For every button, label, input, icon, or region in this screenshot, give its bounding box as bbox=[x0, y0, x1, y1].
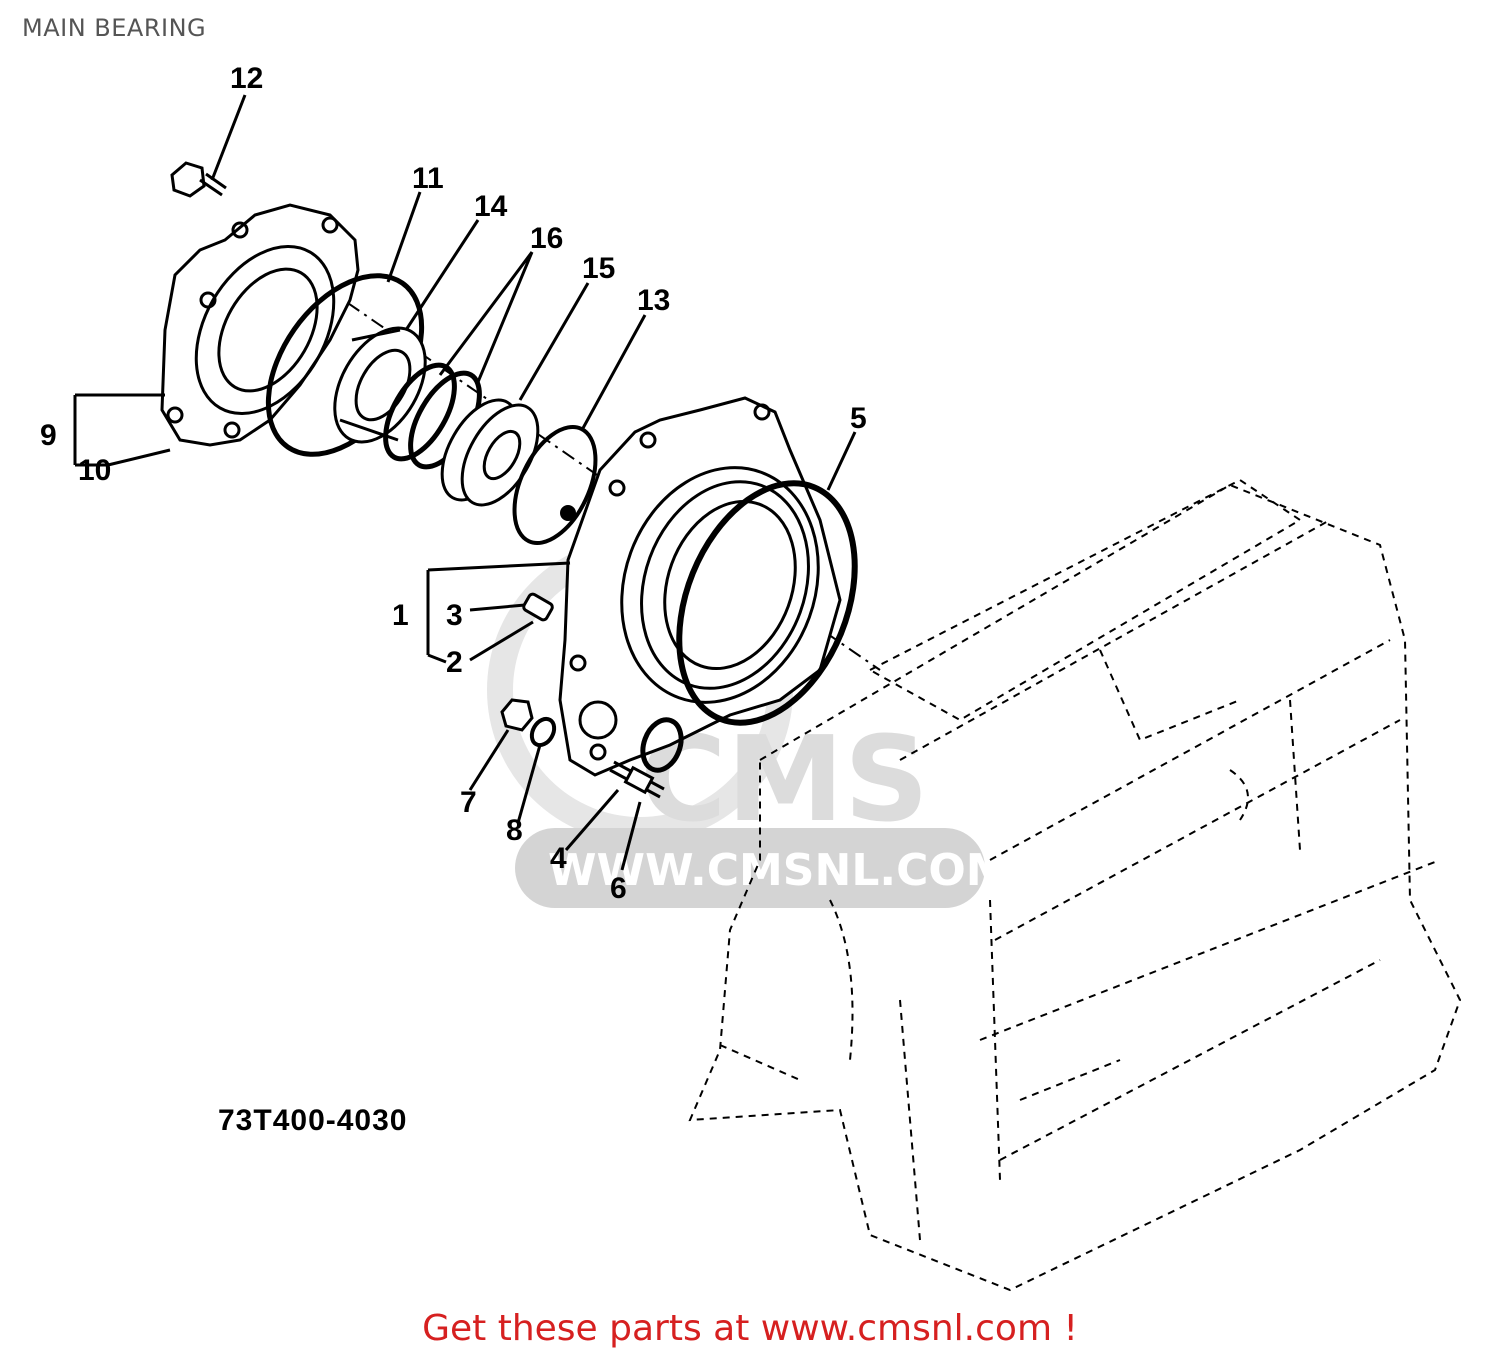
footer-parts-link-text[interactable]: Get these parts at www.cmsnl.com ! bbox=[422, 1308, 1078, 1349]
part-8-washer bbox=[529, 716, 557, 748]
callout-5: 5 bbox=[850, 402, 867, 435]
callout-10: 10 bbox=[78, 454, 111, 487]
part-12-bolt bbox=[170, 161, 227, 198]
leader-lines bbox=[73, 94, 857, 871]
part-4-6-stud bbox=[609, 760, 665, 799]
callout-2: 2 bbox=[446, 646, 463, 679]
small-o-ring bbox=[640, 717, 684, 773]
callout-3: 3 bbox=[446, 599, 463, 632]
callout-6: 6 bbox=[610, 872, 627, 905]
part-7-drain-plug bbox=[500, 698, 534, 732]
callout-4: 4 bbox=[550, 842, 567, 875]
callout-15: 15 bbox=[582, 252, 615, 285]
callout-16: 16 bbox=[530, 222, 563, 255]
callout-14: 14 bbox=[474, 190, 508, 223]
part-2-3-dowel bbox=[522, 592, 554, 622]
callout-9: 9 bbox=[40, 419, 57, 452]
drawing-number: 73T400-4030 bbox=[218, 1104, 407, 1137]
exploded-parts-diagram: CMS WWW.CMSNL.COM bbox=[40, 62, 1462, 1292]
callout-8: 8 bbox=[506, 814, 523, 847]
callout-12: 12 bbox=[230, 62, 263, 95]
part-9-bearing-cover bbox=[160, 203, 360, 447]
part-14-bearing bbox=[333, 326, 427, 444]
callout-13: 13 bbox=[637, 284, 670, 317]
callout-1: 1 bbox=[392, 599, 409, 632]
part-15-sleeve bbox=[440, 398, 540, 507]
callout-7: 7 bbox=[460, 786, 477, 819]
engine-block-outline bbox=[688, 478, 1462, 1292]
part-5-o-ring bbox=[676, 480, 858, 726]
page-title: MAIN BEARING bbox=[22, 14, 207, 42]
callout-11: 11 bbox=[412, 162, 444, 195]
